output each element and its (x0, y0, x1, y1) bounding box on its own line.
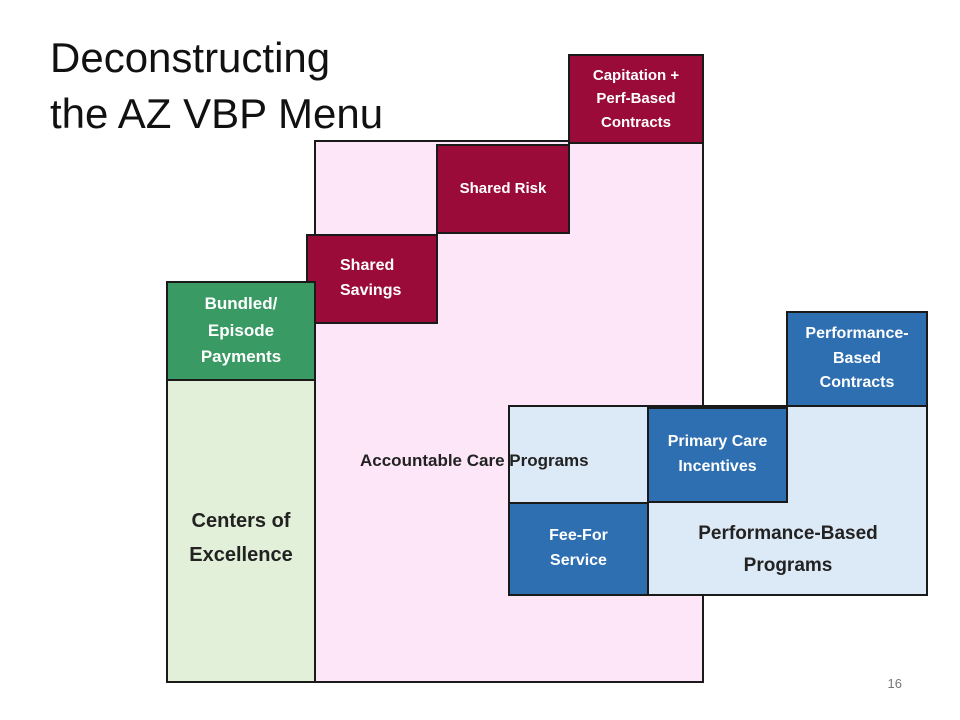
fee-for-service-label: Fee-For Service (549, 527, 608, 569)
fee-for-service-box: Fee-For Service (508, 502, 649, 596)
capitation-box: Capitation + Perf-Based Contracts (568, 54, 704, 144)
slide-title: Deconstructing the AZ VBP Menu (50, 30, 383, 142)
bundled-payments-label: Bundled/ Episode Payments (200, 294, 282, 367)
capitation-label: Capitation + Perf-Based Contracts (592, 67, 680, 131)
accountable-care-step-fill-1 (436, 226, 576, 326)
bundled-payments-box: Bundled/ Episode Payments (166, 281, 316, 381)
title-line-1: Deconstructing (50, 34, 331, 81)
centers-of-excellence-label: Centers of Excellence (189, 510, 293, 566)
performance-contracts-box: Performance- Based Contracts (786, 311, 928, 407)
title-line-2: the AZ VBP Menu (50, 90, 384, 137)
accountable-care-label: Accountable Care Programs (360, 451, 589, 470)
primary-care-label: Primary Care Incentives (667, 433, 768, 475)
shared-savings-box: Shared Savings (306, 234, 438, 324)
shared-risk-box: Shared Risk (436, 144, 570, 234)
performance-contracts-label: Performance- Based Contracts (805, 324, 909, 392)
page-number: 16 (887, 676, 902, 691)
performance-programs-label: Performance-Based Programs (698, 523, 878, 576)
shared-risk-label: Shared Risk (459, 180, 547, 198)
shared-savings-label: Shared Savings (340, 257, 402, 299)
centers-of-excellence-region (166, 378, 316, 683)
primary-care-box: Primary Care Incentives (647, 407, 788, 503)
